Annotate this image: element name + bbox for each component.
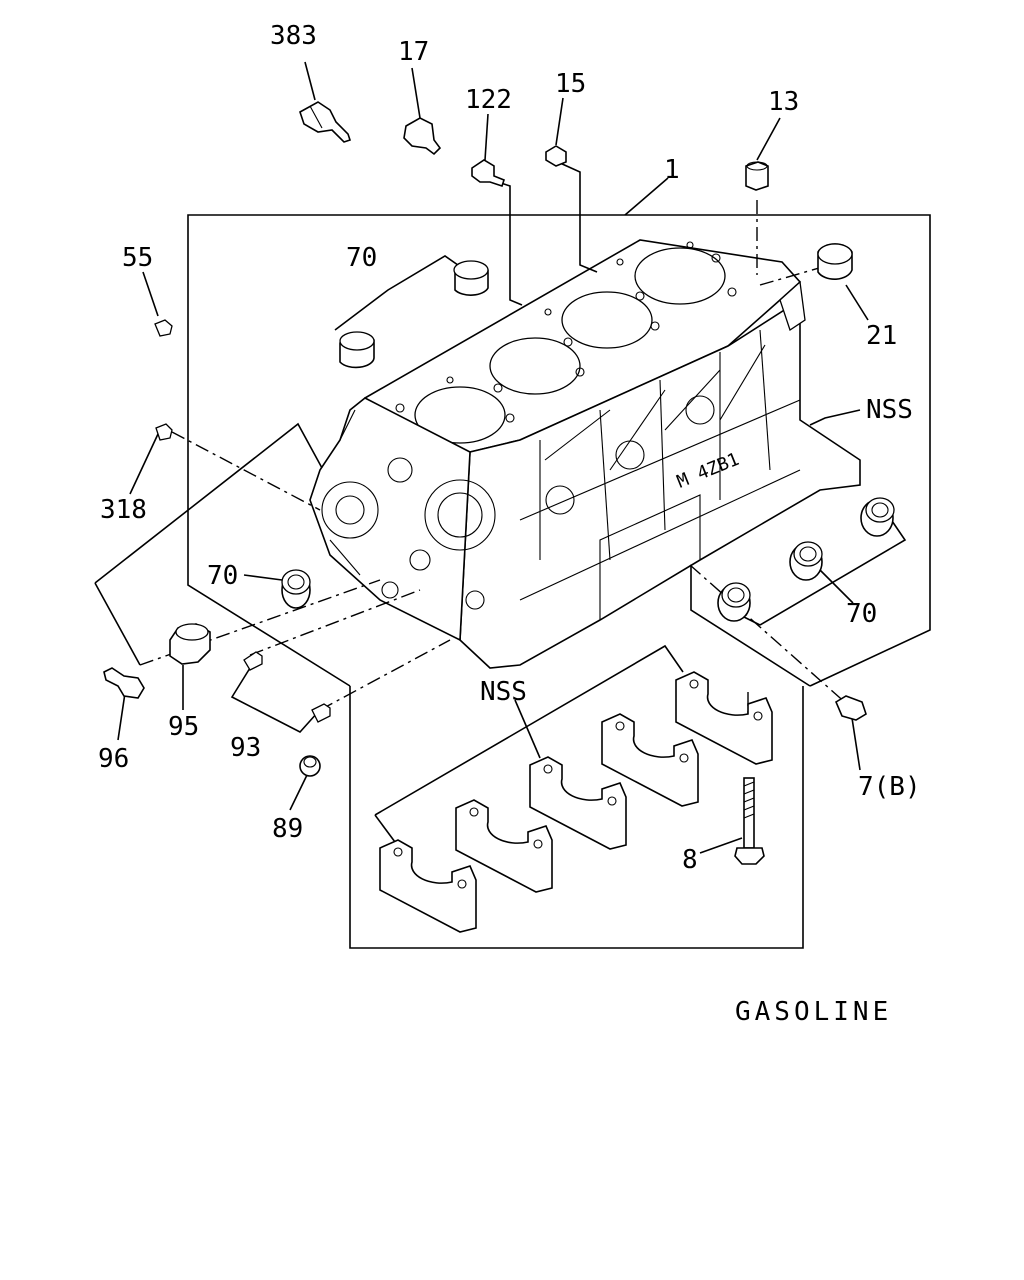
- cap-bolt-8: [734, 777, 765, 865]
- bearing-cap-3: [529, 756, 627, 850]
- callout-70-right: 70: [846, 599, 877, 629]
- callout-nss-right: NSS: [866, 395, 913, 425]
- callout-122: 122: [465, 85, 512, 115]
- oil-seal-70-right-c: [860, 497, 895, 537]
- main-bearing-caps: [379, 671, 773, 933]
- expansion-plug-70-top-b: [339, 331, 375, 369]
- oil-pressure-switch-383: [299, 101, 352, 143]
- callout-15: 15: [555, 69, 586, 99]
- leader-lines: [94, 61, 907, 854]
- cylinder-block: M 4ZB1: [309, 239, 861, 669]
- sender-unit-17: [403, 117, 442, 156]
- callout-383: 383: [270, 21, 317, 51]
- bearing-cap-2: [455, 799, 553, 893]
- callout-nss-caps: NSS: [480, 677, 527, 707]
- plug-318: [155, 423, 173, 441]
- bearing-cap-frame: [349, 563, 811, 949]
- callout-318: 318: [100, 495, 147, 525]
- plug-21: [817, 243, 853, 280]
- callout-55: 55: [122, 243, 153, 273]
- dowel-pin-93-b: [311, 703, 331, 723]
- callout-89: 89: [272, 814, 303, 844]
- dowel-89: [299, 755, 321, 777]
- stud-13: [745, 161, 769, 191]
- oil-seal-70-left: [281, 569, 311, 609]
- callout-8: 8: [682, 845, 698, 875]
- callout-70-left: 70: [207, 561, 238, 591]
- oil-seal-70-right-b: [717, 582, 751, 622]
- bolt-96: [103, 667, 145, 699]
- dowel-pin-93-a: [243, 651, 263, 671]
- alignment-lines: [139, 200, 849, 760]
- bearing-cap-5: [675, 671, 773, 765]
- callout-95: 95: [168, 712, 199, 742]
- relief-valve-95: [169, 623, 211, 665]
- bearing-cap-1: [379, 839, 477, 933]
- plug-7b: [834, 695, 867, 721]
- callout-labels: 383 17 122 15 13 1 55 70 21 NSS 318 70 7…: [98, 21, 921, 1027]
- plug-55: [154, 319, 173, 337]
- oil-seal-70-right-a: [789, 541, 823, 581]
- callout-96: 96: [98, 744, 129, 774]
- bearing-cap-4: [601, 713, 699, 807]
- callout-70-top: 70: [346, 243, 377, 273]
- expansion-plug-70-top-a: [453, 260, 489, 296]
- footer-gasoline: GASOLINE: [735, 997, 892, 1027]
- callout-1: 1: [664, 155, 680, 185]
- callout-93: 93: [230, 733, 261, 763]
- callout-13: 13: [768, 87, 799, 117]
- bolt-122: [471, 159, 505, 188]
- main-frame: [187, 214, 931, 687]
- callout-21: 21: [866, 321, 897, 351]
- callout-17: 17: [398, 37, 429, 67]
- callout-7b: 7(B): [858, 772, 921, 802]
- plug-15: [545, 145, 567, 167]
